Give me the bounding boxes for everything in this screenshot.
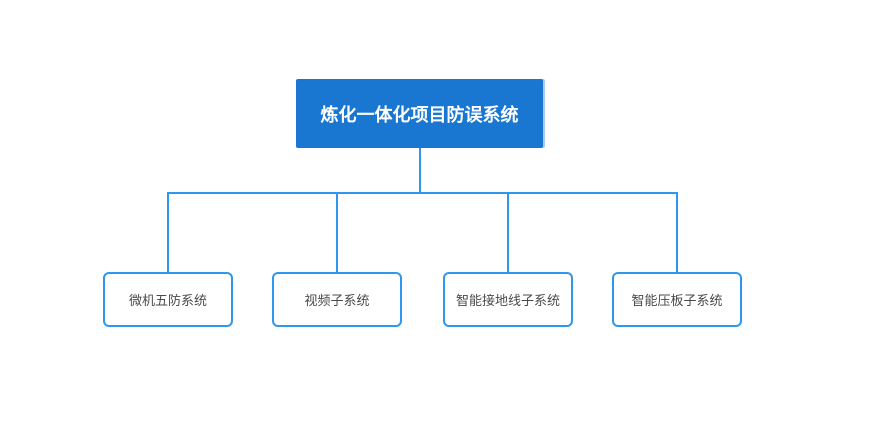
connector-drop-2 (336, 192, 338, 272)
child-node-label: 智能压板子系统 (631, 293, 723, 308)
child-node-label: 智能接地线子系统 (455, 293, 560, 308)
connector-root-stem (419, 148, 421, 193)
child-node-label: 视频子系统 (304, 293, 370, 308)
connector-horizontal-bus (167, 192, 678, 194)
child-node-2[interactable]: 视频子系统 (272, 272, 402, 327)
root-node[interactable]: 炼化一体化项目防误系统 (296, 79, 543, 148)
root-node-label: 炼化一体化项目防误系统 (320, 104, 519, 125)
connector-drop-3 (507, 192, 509, 272)
connector-drop-1 (167, 192, 169, 272)
child-node-1[interactable]: 微机五防系统 (103, 272, 233, 327)
child-node-3[interactable]: 智能接地线子系统 (443, 272, 573, 327)
connector-drop-4 (676, 192, 678, 272)
child-node-label: 微机五防系统 (128, 293, 207, 308)
child-node-4[interactable]: 智能压板子系统 (612, 272, 742, 327)
